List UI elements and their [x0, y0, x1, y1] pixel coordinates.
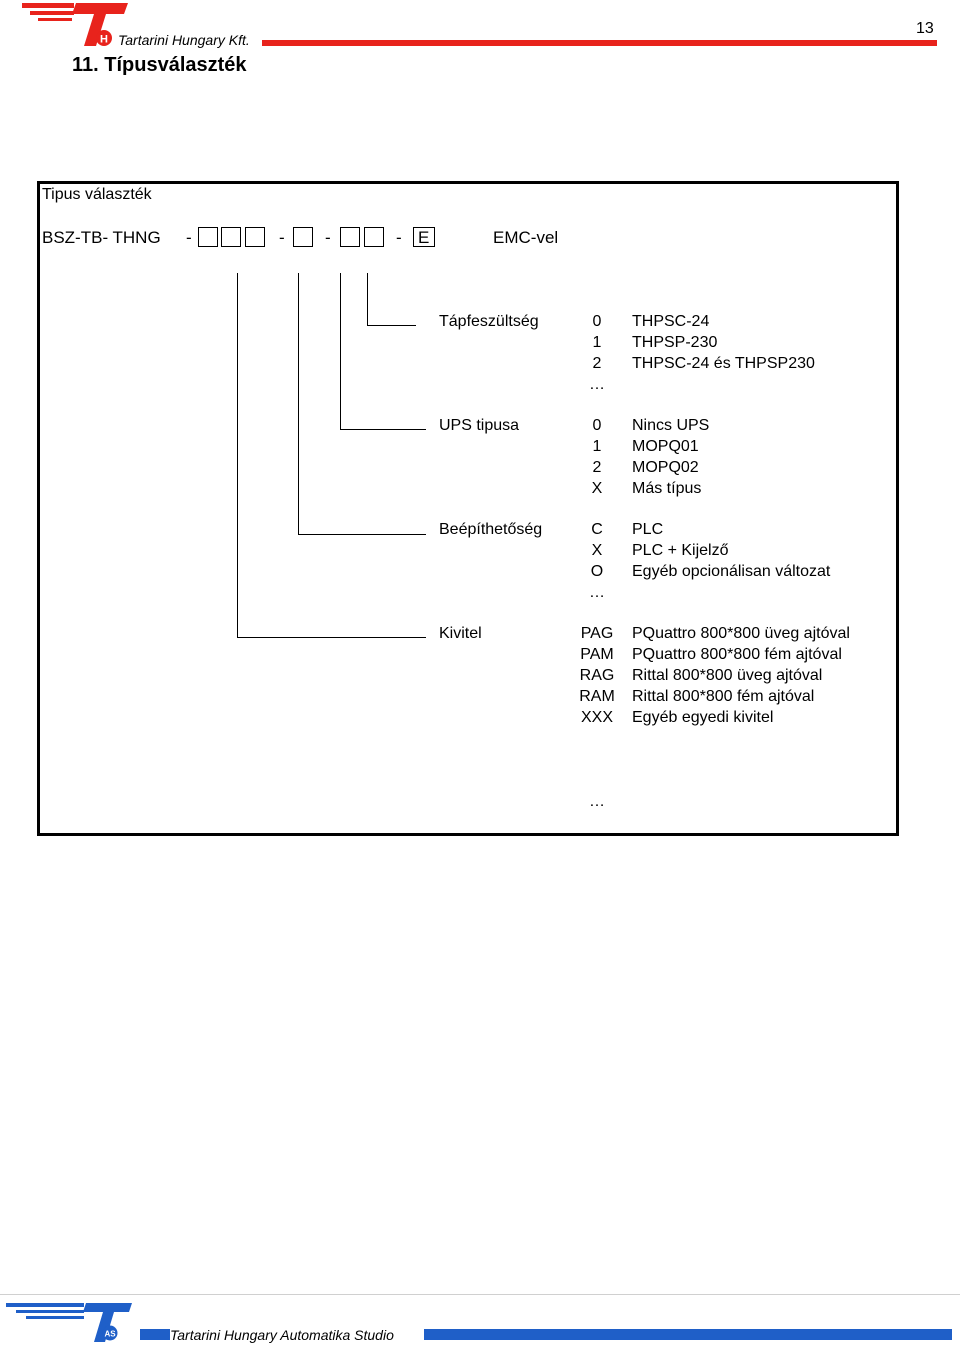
option-desc: PQuattro 800*800 fém ajtóval — [632, 646, 842, 663]
box-title: Tipus választék — [42, 186, 152, 203]
section-label: UPS tipusa — [439, 417, 520, 434]
kivitel-cell-3 — [245, 227, 265, 247]
option-code: 1 — [592, 334, 602, 351]
beepithetoseg-cell — [293, 227, 313, 247]
option-code: 0 — [592, 417, 602, 434]
kivitel-cell-1 — [198, 227, 218, 247]
code-prefix: BSZ-TB- THNG — [42, 228, 161, 247]
option-code: 2 — [592, 459, 602, 476]
code-dash: - — [325, 228, 331, 247]
option-desc: Más típus — [632, 480, 702, 497]
option-code: … — [589, 584, 605, 601]
footer-stripe-left — [140, 1329, 170, 1340]
connector-tapfeszultseg-h — [367, 325, 416, 326]
option-desc: THPSC-24 — [632, 313, 710, 330]
option-code: PAM — [580, 646, 614, 663]
option-desc: THPSC-24 és THPSP230 — [632, 355, 815, 372]
option-desc: Rittal 800*800 fém ajtóval — [632, 688, 815, 705]
section-label: Kivitel — [439, 625, 482, 642]
code-dash: - — [279, 228, 285, 247]
page-number: 13 — [916, 20, 934, 37]
option-code: O — [590, 563, 604, 580]
connector-kivitel-h — [237, 637, 426, 638]
option-code: PAG — [580, 625, 614, 642]
tartarini-logo: H — [22, 3, 128, 46]
automatika-studio-logo: AS — [6, 1303, 132, 1342]
option-desc: Egyéb egyedi kivitel — [632, 709, 774, 726]
connector-kivitel-v — [237, 273, 238, 638]
chapter-title: 11. Típusválaszték — [72, 54, 247, 76]
fixed-letter-cell — [413, 227, 435, 247]
connector-ups-v — [340, 273, 341, 430]
option-code: 1 — [592, 438, 602, 455]
code-dash: - — [186, 228, 192, 247]
option-code: XXX — [580, 709, 613, 726]
option-desc: Rittal 800*800 üveg ajtóval — [632, 667, 823, 684]
footer-company: Tartarini Hungary Automatika Studio — [170, 1327, 394, 1343]
option-desc: Nincs UPS — [632, 417, 710, 434]
connector-beepithetoseg-h — [298, 534, 426, 535]
logo-badge: H — [100, 34, 108, 46]
footer-rule — [0, 1294, 960, 1295]
option-desc: MOPQ01 — [632, 438, 699, 455]
option-code: 0 — [592, 313, 602, 330]
connector-tapfeszultseg-v — [367, 273, 368, 326]
section-label: Beépíthetőség — [439, 521, 543, 538]
ups-cell-1 — [340, 227, 360, 247]
header-stripe — [262, 40, 937, 46]
fixed-letter: E — [418, 228, 430, 247]
type-selection-box — [37, 181, 899, 836]
option-desc: Egyéb opcionálisan változat — [632, 563, 831, 580]
footer-logo-badge: AS — [104, 1330, 116, 1339]
option-code: X — [591, 480, 603, 497]
connector-ups-h — [340, 429, 426, 430]
kivitel-cell-2 — [221, 227, 241, 247]
code-suffix: EMC-vel — [493, 228, 559, 247]
option-code: C — [591, 521, 603, 538]
header-company: Tartarini Hungary Kft. — [118, 32, 250, 48]
option-code: RAM — [579, 688, 615, 705]
option-desc: MOPQ02 — [632, 459, 699, 476]
option-desc: THPSP-230 — [632, 334, 718, 351]
option-code: … — [589, 376, 605, 393]
tapfeszultseg-cell — [364, 227, 384, 247]
connector-beepithetoseg-v — [298, 273, 299, 535]
option-code: X — [591, 542, 603, 559]
option-code: RAG — [579, 667, 615, 684]
section-label: Tápfeszültség — [439, 313, 539, 330]
option-desc: PQuattro 800*800 üveg ajtóval — [632, 625, 850, 642]
footer-stripe-right — [424, 1329, 952, 1340]
option-code: 2 — [592, 355, 602, 372]
trailing-ellipsis: … — [589, 793, 605, 810]
code-dash: - — [396, 228, 402, 247]
option-desc: PLC — [632, 521, 664, 538]
option-desc: PLC + Kijelző — [632, 542, 729, 559]
